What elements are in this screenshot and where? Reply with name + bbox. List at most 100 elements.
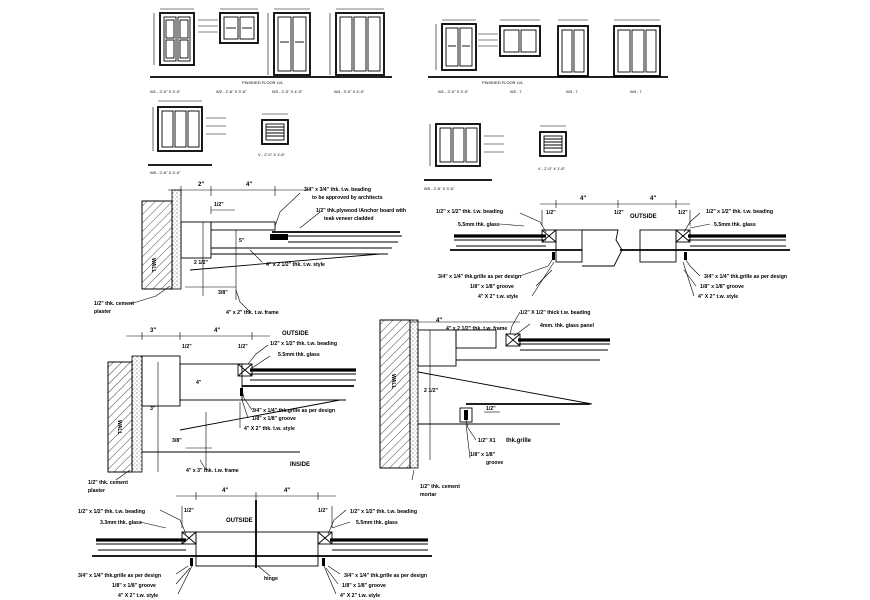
caption-w1: W1 - 2'-0" X 3'-0" [150,89,181,94]
detail-a-dim-5in: 5" [239,238,245,244]
detail-b-outside-label: OUTSIDE [630,214,657,220]
window-elevation-w2 [198,8,259,44]
ventilator-elevation-right [539,125,567,157]
caption-w1-right: W1 - 2'-0" X 3'-0" [438,89,469,94]
detail-e-hinge-label: hinge [264,576,278,582]
detail-d-x1-label: 1/2" X1 [478,438,496,444]
detail-b-beading-right: 1/2" x 1/2" thk. t.w. beading [706,209,773,215]
caption-v-right: V - 2'-0" X 1'-6" [538,166,566,171]
detail-e-grille-right: 3/4" x 1/4" thk.grille as per design [344,573,427,579]
detail-a-plywood-label: 1/2" thk.plywood /Anchor board with [316,208,406,214]
detail-b-groove-left: 1/8" x 1/8" groove [470,284,514,290]
detail-c-dim-3in: 3" [150,328,156,334]
window-elevation-w5-right [424,123,504,181]
detail-c-wall-label: WALL [116,420,122,436]
detail-b-glass-right: 5.5mm thk. glass [714,222,756,228]
window-elevation-w3-right [557,19,589,77]
detail-b-dim-half-c: 1/2" [678,210,688,216]
detail-b-glass-left: 5.5mm thk. glass [458,222,500,228]
detail-e-outside-label: OUTSIDE [226,518,253,524]
detail-a-wall-label: WALL [150,258,156,274]
detail-d-wall-label: WALL [390,374,396,390]
window-elevation-w4-right [613,19,661,77]
detail-d-groove-dim-label: 1/8" x 1/8" [470,452,496,458]
detail-d-dim-4in: 4" [436,318,442,324]
window-elevation-w1-right [435,19,477,71]
detail-e-glass-right: 5.5mm thk. glass [356,520,398,526]
detail-a-beading-label: 3/4" x 3/4" thk. t.w. beading [304,187,371,193]
detail-a-frame-label: 4" x 2" thk. t.w. frame [226,310,279,316]
detail-e-glass-left: 3.3mm thk. glass [100,520,142,526]
detail-c-dim-3-8: 3/8" [172,438,182,444]
window-elevation-w4 [329,8,385,76]
window-elevation-w2-right [478,19,541,57]
section-detail-a: WALL 2" 4" 1/2" 2 1/2" 3/8" 5" 3/4" x [94,182,406,316]
detail-a-plaster-label: 1/2" thk. cement [94,301,134,307]
detail-e-groove-right: 1/8" x 1/8" groove [342,583,386,589]
detail-c-style-label: 4" X 2" thk. t.w. style [244,426,295,432]
detail-e-style-right: 4" X 2" t.w. style [340,593,380,599]
detail-c-inside-label: INSIDE [290,462,310,468]
section-detail-b: OUTSIDE 4" 4" 1/2" 1/2" 1/2" [436,196,790,300]
detail-c-outside-label: OUTSIDE [282,331,309,337]
detail-a-dim-3-8: 3/8" [218,290,228,296]
window-elevation-w3 [267,8,311,76]
detail-c-dim-half-b: 1/2" [238,344,248,350]
detail-d-groove-label: groove [486,460,503,466]
detail-c-dim-4in-b: 4" [196,380,202,386]
ventilator-elevation [261,113,289,145]
detail-a-veneer-label: teak veneer cladded [324,216,374,222]
top-left-window-elevations: FINISHED FLOOR LVL [148,8,392,175]
window-elevation-w5 [148,100,226,166]
detail-b-style-left: 4" X 2" t.w. style [478,294,518,300]
detail-a-dim-2-half: 2 1/2" [194,260,209,266]
detail-c-groove-label: 1/8" x 1/8" groove [252,416,296,422]
caption-w2: W2 - 2'-6" X 3'-6" [216,89,247,94]
detail-e-groove-left: 1/8" x 1/8" groove [112,583,156,589]
detail-b-dim-4b: 4" [650,196,656,202]
detail-a-architects-label: to be approved by architects [312,195,383,201]
detail-c-dim-half-a: 1/2" [182,344,192,350]
detail-a-dim-4in: 4" [246,182,252,188]
detail-e-dim-half-a: 1/2" [184,508,194,514]
detail-d-mortar-label-2: mortar [420,492,436,498]
caption-w3: W3 - 2'-0" X 4'-0" [272,89,303,94]
detail-c-frame-label: 4" x 3" thk. t.w. frame [186,468,239,474]
detail-b-dim-half-b: 1/2" [614,210,624,216]
detail-e-style-left: 4" X 2" t.w. style [118,593,158,599]
detail-e-beading-left: 1/2" x 1/2" thk. t.w. beading [78,509,145,515]
detail-c-grille-label: 3/4" x 1/4" thk.grille as per design [252,408,335,414]
floor-caption-right: FINISHED FLOOR LVL [482,80,524,85]
detail-e-dim-half-b: 1/2" [318,508,328,514]
detail-b-style-right: 4" X 2" t.w. style [698,294,738,300]
detail-d-glass-label: 4mm. thk. glass panel [540,323,594,329]
caption-w3-right: W3 : 7 [566,89,578,94]
detail-b-dim-half-a: 1/2" [546,210,556,216]
detail-e-grille-left: 3/4" x 1/4" thk.grille as per design [78,573,161,579]
detail-c-plaster-label: 1/2" thk. cement [88,480,128,486]
detail-b-grille-left: 3/4" x 1/4" thk.grille as per design [438,274,521,280]
detail-b-grille-right: 3/4" x 1/4" thk.grille as per design [704,274,787,280]
detail-b-beading-left: 1/2" x 1/2" thk. t.w. beading [436,209,503,215]
detail-d-frame-label: 4" x 2 1/2" thk. t.w. frame [446,326,507,332]
detail-a-dim-2in: 2" [198,182,204,188]
detail-a-dim-half: 1/2" [214,202,224,208]
detail-b-dim-4a: 4" [580,196,586,202]
detail-a-plaster-label-2: plaster [94,309,111,315]
detail-c-plaster-label-2: plaster [88,488,105,494]
detail-e-dim-4b: 4" [284,488,290,494]
detail-b-groove-right: 1/8" x 1/8" groove [700,284,744,290]
detail-d-dim-half: 1/2" [486,406,496,412]
caption-w5: W5 - 2'-6" X 3'-0" [150,170,181,175]
detail-d-grille-label: thk.grille [506,438,532,444]
caption-w4-right: W4 : 7 [630,89,642,94]
detail-d-beading-label: 1/2" X 1/2" thick t.w. beading [520,310,590,316]
caption-w4: W4 - 3'-0" X 4'-0" [334,89,365,94]
caption-w5-right: W5 - 2'-6" X 3'-6" [424,186,455,191]
top-right-window-elevations: FINISHED FLOOR LVL [424,19,668,191]
detail-d-dim-2-half: 2 1/2" [424,388,439,394]
section-detail-d: WALL 4" 2 1/2" 1/2" 4" x 2 1/2" thk. t.w… [379,310,610,498]
detail-c-dim-3in-b: 3" [150,406,156,412]
